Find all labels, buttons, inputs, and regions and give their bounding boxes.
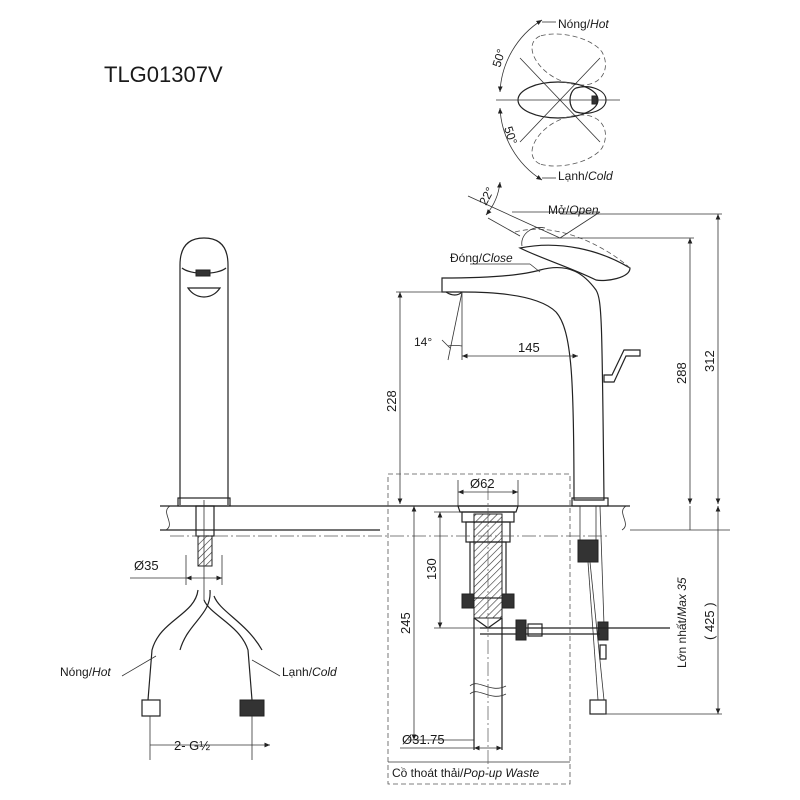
hot-top-label: Nóng/Hot bbox=[558, 17, 609, 31]
dim-3175: Ø31.75 bbox=[402, 732, 445, 747]
faucet-side-view bbox=[396, 181, 730, 715]
popup-waste-section bbox=[170, 473, 670, 785]
hot-left-label: Nóng/Hot bbox=[60, 665, 111, 679]
dim-62: Ø62 bbox=[470, 476, 495, 491]
model-title: TLG01307V bbox=[104, 62, 223, 87]
dim-228: 228 bbox=[384, 390, 399, 412]
dim-35: Ø35 bbox=[134, 558, 159, 573]
angle-50-lower: 50° bbox=[501, 125, 520, 147]
max35-label: Lớn nhất/Max 35 bbox=[675, 577, 689, 668]
faucet-front-view bbox=[130, 237, 630, 760]
open-label: Mở/Open bbox=[548, 203, 599, 217]
close-label: Đóng/Close bbox=[450, 251, 513, 265]
dim-288: 288 bbox=[674, 362, 689, 384]
handle-top-view bbox=[496, 19, 620, 181]
cold-left-label: Lạnh/Cold bbox=[282, 665, 337, 679]
dim-312: 312 bbox=[702, 350, 717, 372]
dim-130: 130 bbox=[424, 558, 439, 580]
angle-50-upper: 50° bbox=[490, 47, 509, 69]
thread-label: 2- G½ bbox=[174, 738, 210, 753]
waste-label: Cồ thoát thải/Pop-up Waste bbox=[392, 766, 540, 780]
dim-425: ( 425 ) bbox=[702, 602, 717, 640]
dim-145: 145 bbox=[518, 340, 540, 355]
cold-top-label: Lạnh/Cold bbox=[558, 169, 613, 183]
dim-245: 245 bbox=[398, 612, 413, 634]
angle-22: 22° bbox=[476, 185, 497, 208]
angle-14: 14° bbox=[414, 335, 432, 349]
